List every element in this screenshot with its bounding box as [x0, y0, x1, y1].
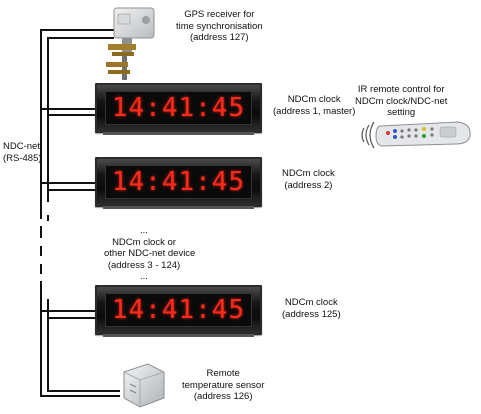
net-label: NDC-net (RS-485): [3, 141, 42, 164]
bus-wire-dash-2: [40, 246, 42, 256]
clock-display: 14:41:45: [105, 293, 252, 327]
gps-wire-2: [47, 37, 114, 39]
sensor-label-line2: temperature sensor: [182, 379, 265, 391]
other-line2: other NDC-net device: [104, 248, 196, 259]
gps-wire-1: [40, 29, 114, 31]
sensor-wire-1: [40, 395, 120, 397]
clock-base: [103, 206, 254, 209]
clock-display: 14:41:45: [105, 165, 252, 199]
bus-wire-dash-1: [40, 226, 42, 238]
clock2-wire-1: [40, 182, 97, 184]
sensor-label-line3: (address 126): [193, 391, 253, 402]
other-line3: (address 3 - 124): [107, 259, 181, 271]
remote-label-line3: setting: [387, 107, 416, 118]
clock2-wire-2: [47, 189, 97, 191]
remote-label-line1: IR remote control for: [357, 84, 445, 95]
clock-time: 14:41:45: [111, 93, 246, 123]
clock-address-125: 14:41:45: [95, 285, 262, 337]
clock125-wire-1: [40, 310, 97, 312]
net-label-line1: NDC-net: [3, 141, 40, 152]
gps-label-line1: GPS receiver for: [184, 9, 255, 20]
clock-master-label: NDCm clock (address 1, master): [273, 94, 355, 117]
other-dots-top: ...: [140, 225, 148, 236]
clock-2-label: NDCm clock (address 2): [282, 168, 335, 191]
ir-remote-icon: [361, 121, 471, 149]
bus-wire-dash-3: [40, 264, 42, 274]
clock125-wire-2: [47, 317, 97, 319]
gps-receiver-icon: [106, 7, 155, 80]
gps-label-line3: (address 127): [189, 32, 249, 43]
bus-wire-inner-2: [47, 299, 49, 391]
bus-wire-dash-4: [40, 281, 42, 289]
clock-2-label-line2: (address 2): [284, 179, 333, 191]
clock1-wire-2: [47, 114, 97, 116]
clock-address-2: 14:41:45: [95, 157, 262, 209]
clock-master-label-line1: NDCm clock: [287, 94, 341, 105]
bus-wire-outer-top: [40, 29, 42, 219]
clock-base: [103, 132, 254, 135]
clock-time: 14:41:45: [111, 167, 246, 197]
clock-master: 14:41:45: [95, 83, 262, 135]
bus-wire-inner-dash: [47, 215, 49, 221]
clock-2-label-line1: NDCm clock: [282, 168, 335, 179]
clock-125-label-line2: (address 125): [282, 308, 341, 320]
sensor-wire-2: [47, 390, 120, 392]
remote-label: IR remote control for NDCm clock/NDC-net…: [355, 84, 447, 119]
clock-125-label: NDCm clock (address 125): [282, 297, 341, 320]
remote-label-line2: NDCm clock/NDC-net: [355, 95, 448, 107]
net-label-line2: (RS-485): [3, 152, 42, 164]
other-devices-label: ... NDCm clock or other NDC-net device (…: [104, 225, 196, 283]
other-dots-bottom: ...: [140, 271, 148, 282]
clock-time: 14:41:45: [111, 295, 246, 325]
gps-label: GPS receiver for time synchronisation (a…: [176, 9, 263, 44]
clock1-wire-1: [40, 108, 97, 110]
clock-master-label-line2: (address 1, master): [273, 105, 356, 117]
sensor-label-line1: Remote: [206, 368, 240, 379]
gps-label-line2: time synchronisation: [176, 20, 263, 32]
temperature-sensor-icon: [123, 363, 165, 408]
clock-125-label-line1: NDCm clock: [284, 297, 338, 308]
clock-base: [103, 334, 254, 337]
other-line1: NDCm clock or: [112, 236, 176, 248]
bus-wire-inner-1: [47, 37, 49, 202]
clock-display: 14:41:45: [105, 91, 252, 125]
sensor-label: Remote temperature sensor (address 126): [182, 368, 264, 403]
bus-wire-outer-bottom: [40, 288, 42, 395]
